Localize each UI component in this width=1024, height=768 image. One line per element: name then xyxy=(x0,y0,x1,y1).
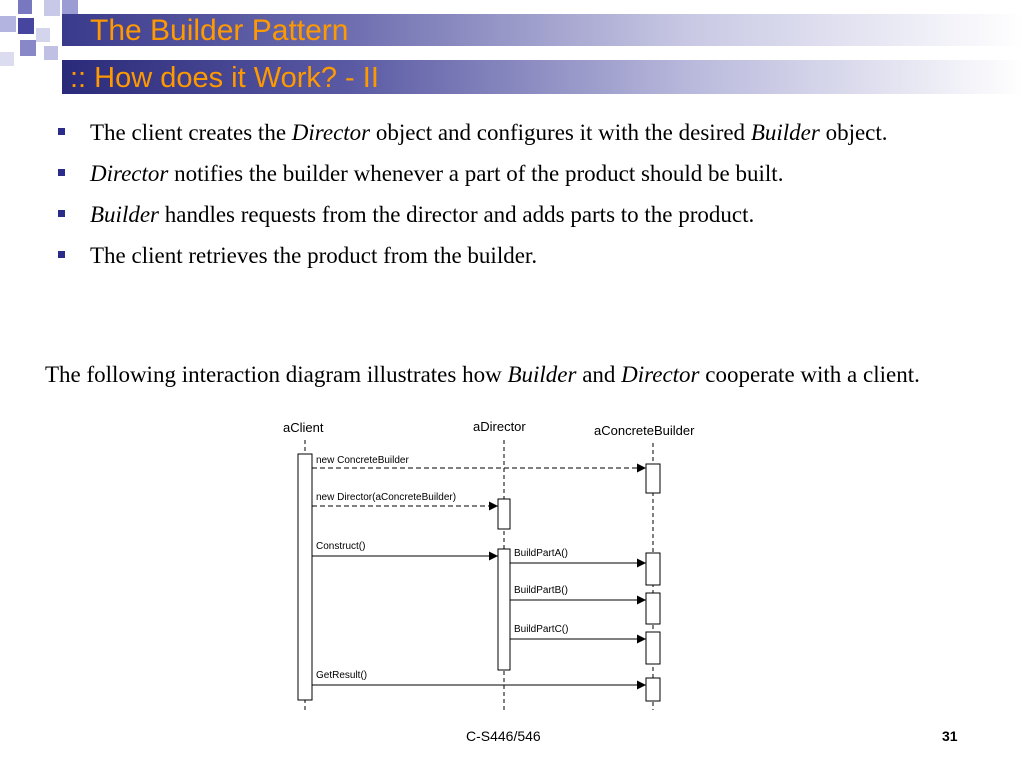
message-label: Construct() xyxy=(316,541,365,552)
text-run: The following interaction diagram illust… xyxy=(45,362,508,387)
message-label: BuildPartB() xyxy=(514,585,568,596)
bullet-icon xyxy=(58,128,65,135)
text-run: The client creates the xyxy=(90,120,292,145)
footer-course: C-S446/546 xyxy=(466,728,541,744)
activation-director xyxy=(497,498,511,530)
bullet-icon xyxy=(58,210,65,217)
emphasized-term: Builder xyxy=(750,120,820,145)
bullet-item: The client retrieves the product from th… xyxy=(58,239,980,272)
activation-builder xyxy=(645,677,661,702)
text-run: object. xyxy=(819,120,888,145)
text-run: handles requests from the director and a… xyxy=(159,202,755,227)
subtitle-bar xyxy=(62,60,1024,94)
text-run: notifies the builder whenever a part of … xyxy=(168,161,784,186)
activation-builder xyxy=(645,592,661,625)
activation-builder xyxy=(645,631,661,665)
bullet-item: Director notifies the builder whenever a… xyxy=(58,157,980,190)
activation-director xyxy=(497,548,511,671)
corner-square xyxy=(20,40,36,56)
bullet-text: The client retrieves the product from th… xyxy=(90,243,537,268)
message-label: GetResult() xyxy=(316,670,367,681)
bullet-text: The client creates the Director object a… xyxy=(90,120,888,145)
bullet-item: The client creates the Director object a… xyxy=(58,116,980,149)
activation-builder xyxy=(645,463,661,494)
corner-square xyxy=(44,46,58,60)
corner-square xyxy=(44,0,60,16)
message-label: new ConcreteBuilder xyxy=(316,455,409,466)
text-run: cooperate with a client. xyxy=(699,362,920,387)
text-run: and xyxy=(576,362,622,387)
message-label: BuildPartC() xyxy=(514,624,568,635)
emphasized-term: Builder xyxy=(507,362,577,387)
bullet-list: The client creates the Director object a… xyxy=(58,116,980,280)
corner-square xyxy=(18,18,34,34)
title-bar xyxy=(62,14,1024,46)
message-label: BuildPartA() xyxy=(514,548,568,559)
emphasized-term: Director xyxy=(621,362,700,387)
bullet-item: Builder handles requests from the direct… xyxy=(58,198,980,231)
emphasized-term: Director xyxy=(291,120,371,145)
corner-square xyxy=(62,0,78,16)
bullet-text: Builder handles requests from the direct… xyxy=(90,202,754,227)
text-run: The client retrieves the product from th… xyxy=(90,243,538,268)
object-label-builder: aConcreteBuilder xyxy=(594,423,695,438)
object-label-client: aClient xyxy=(283,420,324,435)
emphasized-term: Director xyxy=(90,161,169,186)
corner-square xyxy=(0,16,16,32)
corner-square xyxy=(0,52,14,66)
bullet-icon xyxy=(58,251,65,258)
activation-builder xyxy=(645,552,661,586)
corner-square xyxy=(18,0,32,14)
emphasized-term: Builder xyxy=(90,202,159,227)
message-label: new Director(aConcreteBuilder) xyxy=(316,492,456,503)
slide-subtitle: :: How does it Work? - II xyxy=(70,62,379,94)
activation-client xyxy=(297,453,313,701)
bullet-text: Director notifies the builder whenever a… xyxy=(90,161,783,186)
page-number: 31 xyxy=(942,728,958,744)
text-run: object and configures it with the desire… xyxy=(370,120,751,145)
intro-paragraph: The following interaction diagram illust… xyxy=(45,358,980,391)
corner-square xyxy=(36,28,50,42)
object-label-director: aDirector xyxy=(473,419,526,434)
slide-title: The Builder Pattern xyxy=(90,14,349,47)
bullet-icon xyxy=(58,169,65,176)
